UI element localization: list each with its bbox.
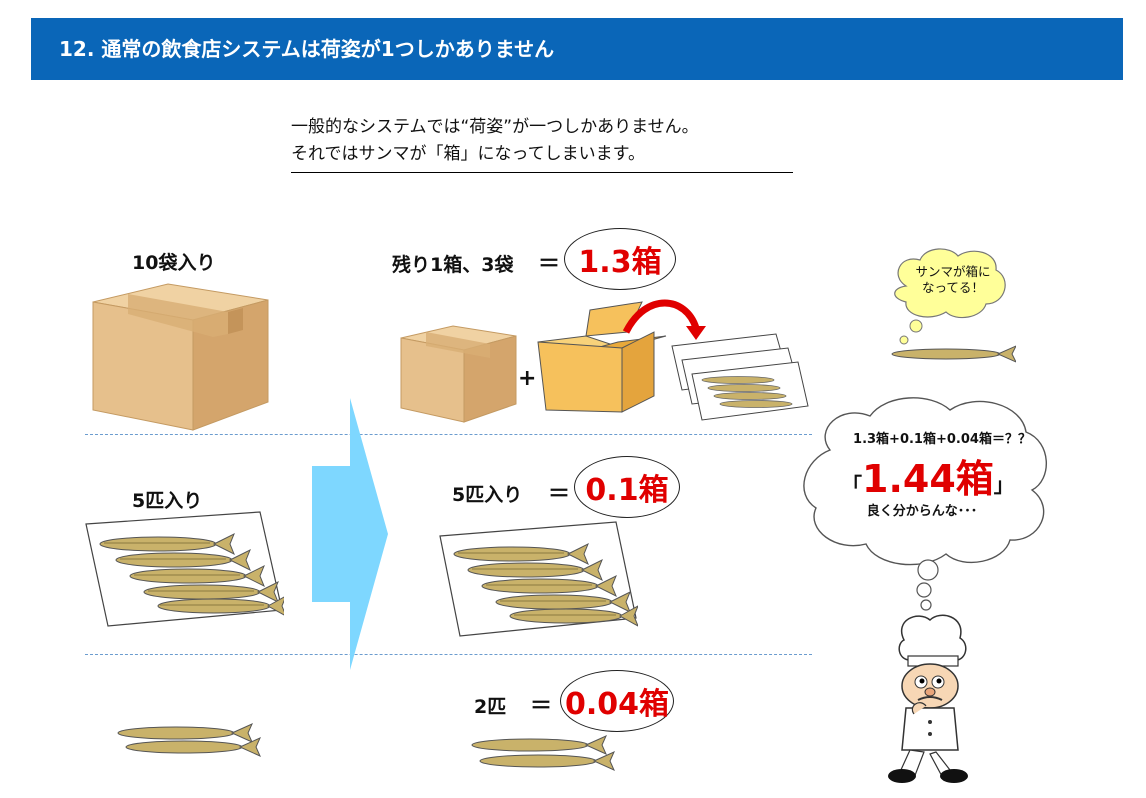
fish-thought-text: サンマが箱に なってる！ xyxy=(915,264,991,295)
conversion-arrow-icon xyxy=(312,398,388,670)
fish-bag-icon-right xyxy=(439,521,638,637)
row2-value-oval: 0.1箱 xyxy=(574,456,680,518)
slide-header: 12. 通常の飲食店システムは荷姿が1つしかありません xyxy=(31,18,1123,80)
bag-label: 5匹入り xyxy=(132,490,203,512)
chef-formula: 1.3箱+0.1箱+0.04箱＝？？ xyxy=(853,432,1031,447)
chef-open-bracket: 「 xyxy=(842,473,862,497)
row-separator-1 xyxy=(85,434,812,435)
chef-result: 1.44箱 xyxy=(862,457,994,501)
fish-bag-icon xyxy=(85,511,284,627)
intro-text: 一般的なシステムでは“荷姿”が一つしかありません。 それではサンマが「箱」になっ… xyxy=(291,114,793,173)
fish-bags-stack-icon xyxy=(671,333,809,421)
box-label: 10袋入り xyxy=(132,252,216,274)
intro-line-1: 一般的なシステムでは“荷姿”が一つしかありません。 xyxy=(291,117,699,137)
row1-value: 1.3箱 xyxy=(578,245,662,280)
row2-value: 0.1箱 xyxy=(585,473,669,508)
fish-group xyxy=(99,532,284,616)
two-fish-icon xyxy=(117,723,261,757)
plus-sign: + xyxy=(518,366,537,391)
row3-value-oval: 0.04箱 xyxy=(560,670,674,732)
chef-comment: 良く分からんな･･･ xyxy=(866,504,978,519)
row1-value-oval: 1.3箱 xyxy=(564,228,676,290)
row3-equals: ＝ xyxy=(530,694,553,719)
cardboard-box-icon xyxy=(92,283,269,431)
row3-value: 0.04箱 xyxy=(564,687,670,722)
row2-equals: ＝ xyxy=(548,482,571,507)
row1-equals: ＝ xyxy=(538,252,561,277)
chef-icon xyxy=(888,614,968,783)
chef-thought-bubble xyxy=(803,397,1047,611)
two-fish-icon-right xyxy=(471,735,615,771)
row1-label: 残り1箱、3袋 xyxy=(392,254,514,276)
chef-result-line: 「1.44箱」 xyxy=(842,448,1014,503)
row2-label: 5匹入り xyxy=(452,484,523,506)
intro-line-2: それではサンマが「箱」になってしまいます。 xyxy=(291,144,645,164)
row-separator-2 xyxy=(85,654,812,655)
chef-close-bracket: 」 xyxy=(993,473,1014,497)
open-box-icon xyxy=(537,299,706,413)
small-box-icon xyxy=(400,325,517,423)
row3-label: 2匹 xyxy=(474,696,507,718)
fish-thought-bubble xyxy=(891,248,1016,363)
slide-title: 12. 通常の飲食店システムは荷姿が1つしかありません xyxy=(59,37,555,61)
